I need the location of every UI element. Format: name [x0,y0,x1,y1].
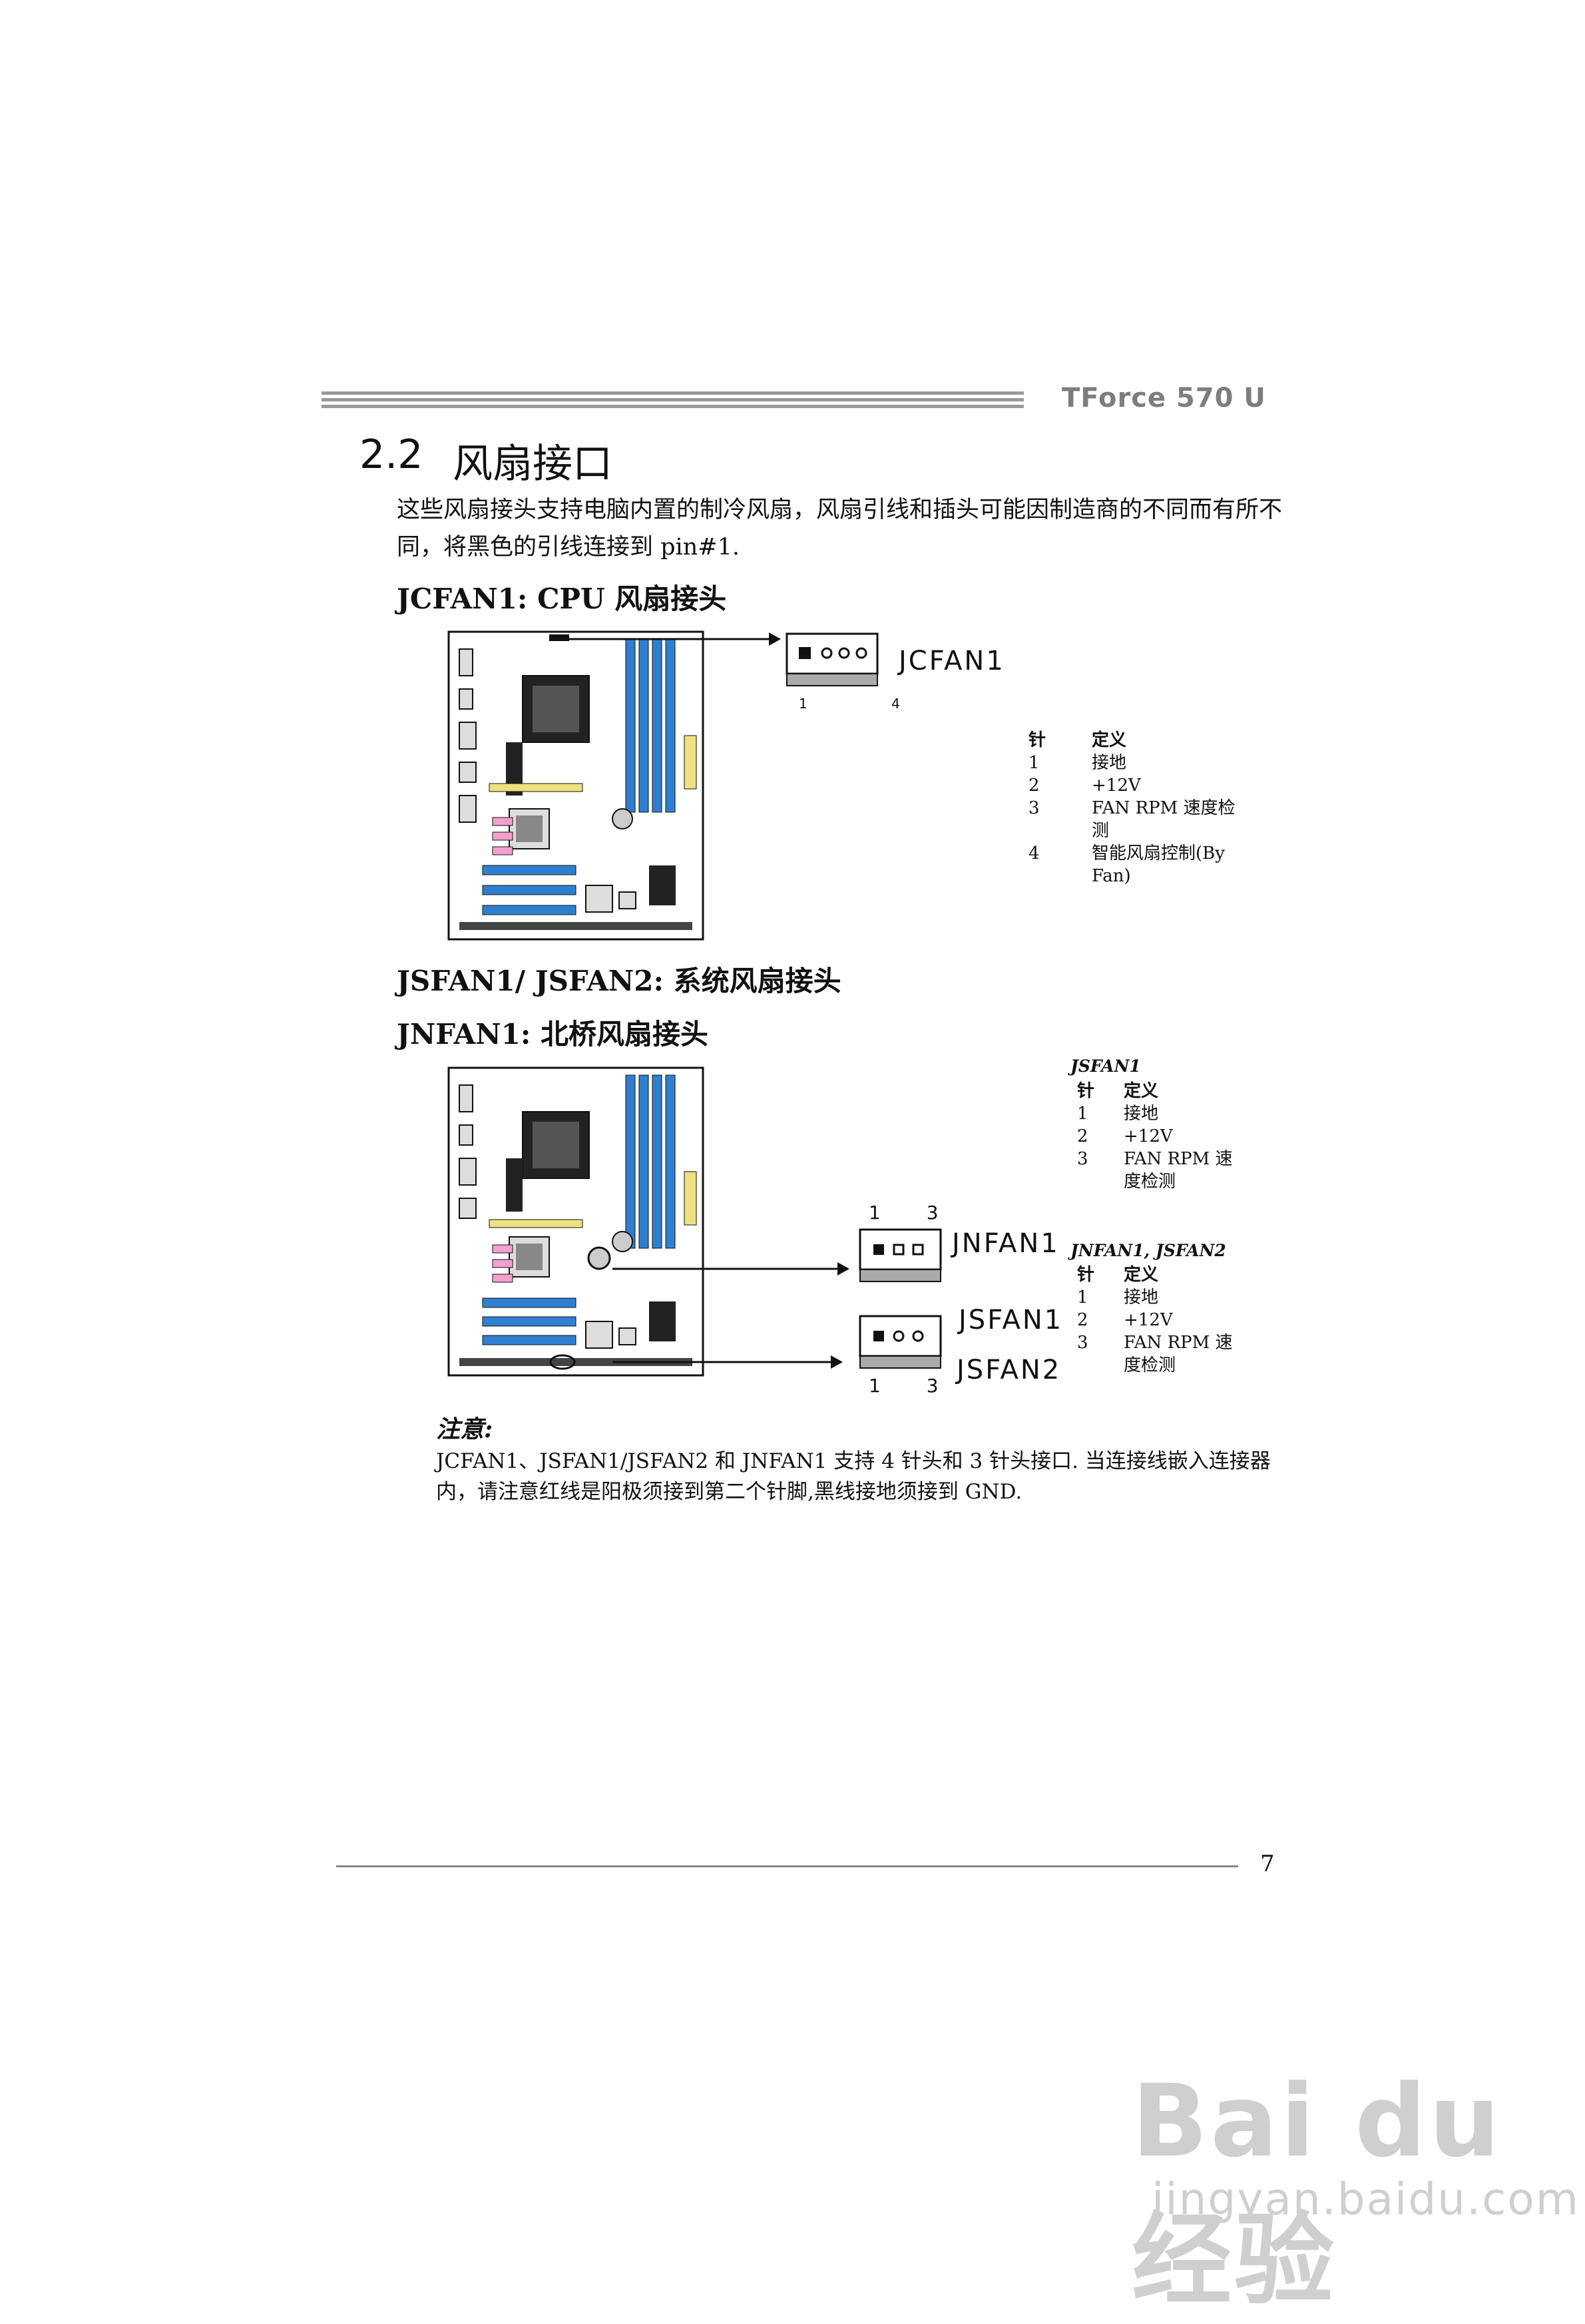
section-number: 2.2 [359,431,423,478]
pin-def: +12V [1124,1126,1173,1146]
pin-def: 接地 [1124,1287,1159,1307]
note-text: JCFAN1、JSFAN1/JSFAN2 和 JNFAN1 支持 4 针头和 3… [436,1449,1271,1504]
pin-def: +12V [1092,776,1141,796]
col-def: 定义 [1124,1081,1159,1101]
pin-number: 2 [1028,776,1040,796]
sys-fan-heading: JSFAN1/ JSFAN2: 系统风扇接头 [397,965,841,997]
jsfan1-label: JSFAN1 [959,1305,1064,1335]
pin-number: 3 [1077,1149,1088,1169]
pin-number: 2 [1077,1310,1088,1330]
section-intro: 这些风扇接头支持电脑内置的制冷风扇，风扇引线和插头可能因制造商的不同而有所不同，… [397,497,1283,561]
pin-number: 1 [1077,1287,1088,1307]
cpu-fan-pointer-arrow [563,632,781,646]
pin-number: 3 [1077,1333,1088,1353]
sys-fan-pointer-arrows [612,1262,849,1369]
page-number: 7 [1260,1851,1275,1877]
product-title: TForce 570 U [1062,383,1266,413]
col-pin: 针 [1028,730,1046,750]
col-pin: 针 [1077,1081,1095,1101]
cpu-fan-pin-table: 针 定义 1 接地 2 +12V 3 FAN RPM 速度检测 4 智能风扇控制(By F… [1028,729,1245,887]
nb-fan-heading: JNFAN1: 北桥风扇接头 [397,1018,708,1050]
section-title: 风扇接口 [453,441,612,487]
pin-number: 1 [1028,753,1040,773]
motherboard-diagram-1 [447,630,704,941]
col-def: 定义 [1124,1265,1159,1285]
motherboard-diagram-2 [447,1066,704,1377]
pin-def: FAN RPM 速度检测 [1124,1149,1233,1192]
jcfan1-label: JCFAN1 [899,646,1005,676]
pin-def: 接地 [1092,753,1127,773]
cpu-fan-heading: JCFAN1: CPU 风扇接头 [397,582,727,615]
jcfan1-connector [786,632,879,686]
col-pin: 针 [1077,1265,1095,1285]
pin-number: 2 [1077,1126,1088,1146]
jnfan1-label: JNFAN1 [952,1228,1060,1259]
pin-def: FAN RPM 速度检测 [1092,798,1236,841]
pin-def: 智能风扇控制(By Fan) [1092,843,1225,886]
col-def: 定义 [1092,730,1127,750]
jnfan1-connector [859,1228,942,1282]
jsfan-pin-numbers: 1 3 [869,1375,959,1397]
watermark-url: jingyan.baidu.com [1152,2174,1580,2225]
jsfan1-pin-table: 针 定义 1 接地 2 +12V 3 FAN RPM 速度检测 [1077,1080,1237,1193]
pin-number: 1 [1077,1104,1088,1124]
pin-def: +12V [1124,1310,1173,1330]
footer-rule [336,1865,1238,1867]
header-rule [322,391,1024,411]
jsfan-connector [859,1315,942,1369]
jnfan1-jsfan2-table-title: JNFAN1, JSFAN2 [1070,1241,1226,1260]
jsfan1-table-title: JSFAN1 [1070,1056,1141,1076]
note-heading: 注意: [436,1415,493,1443]
jnfan1-pin-numbers: 1 3 [869,1202,959,1224]
pin-def: 接地 [1124,1104,1159,1124]
pin-def: FAN RPM 速度检测 [1124,1333,1233,1375]
pin-number: 4 [1028,843,1040,863]
jcfan1-pin-numbers: 1 4 [799,696,940,712]
jnfan1-jsfan2-pin-table: 针 定义 1 接地 2 +12V 3 FAN RPM 速度检测 [1077,1264,1237,1377]
jsfan2-label: JSFAN2 [957,1355,1062,1385]
pin-number: 3 [1028,798,1040,818]
